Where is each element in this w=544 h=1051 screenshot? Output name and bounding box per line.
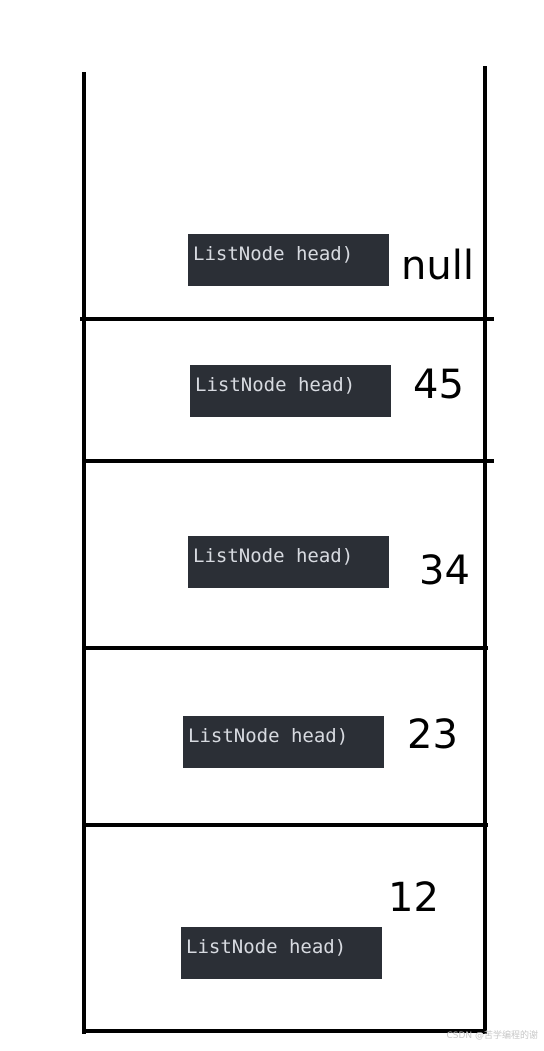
stack-left-wall	[82, 72, 86, 1034]
frame-param-label: ListNode head)	[188, 234, 389, 286]
frame-param-label: ListNode head)	[188, 536, 389, 588]
frame-head-value: 45	[413, 362, 464, 408]
frame-divider	[84, 459, 494, 463]
frame-head-value: 12	[388, 875, 439, 921]
frame-param-label: ListNode head)	[181, 927, 382, 979]
frame-divider	[80, 317, 494, 321]
watermark: CSDN @苦学编程的谢	[446, 1031, 538, 1041]
frame-head-value: 34	[419, 548, 470, 594]
frame-param-label: ListNode head)	[190, 365, 391, 417]
stack-bottom-edge	[82, 1029, 487, 1033]
frame-param-label: ListNode head)	[183, 716, 384, 768]
frame-head-value: null	[401, 243, 474, 289]
frame-divider	[84, 646, 488, 650]
stack-right-wall	[483, 66, 487, 1034]
frame-head-value: 23	[407, 712, 458, 758]
frame-divider	[84, 823, 488, 827]
